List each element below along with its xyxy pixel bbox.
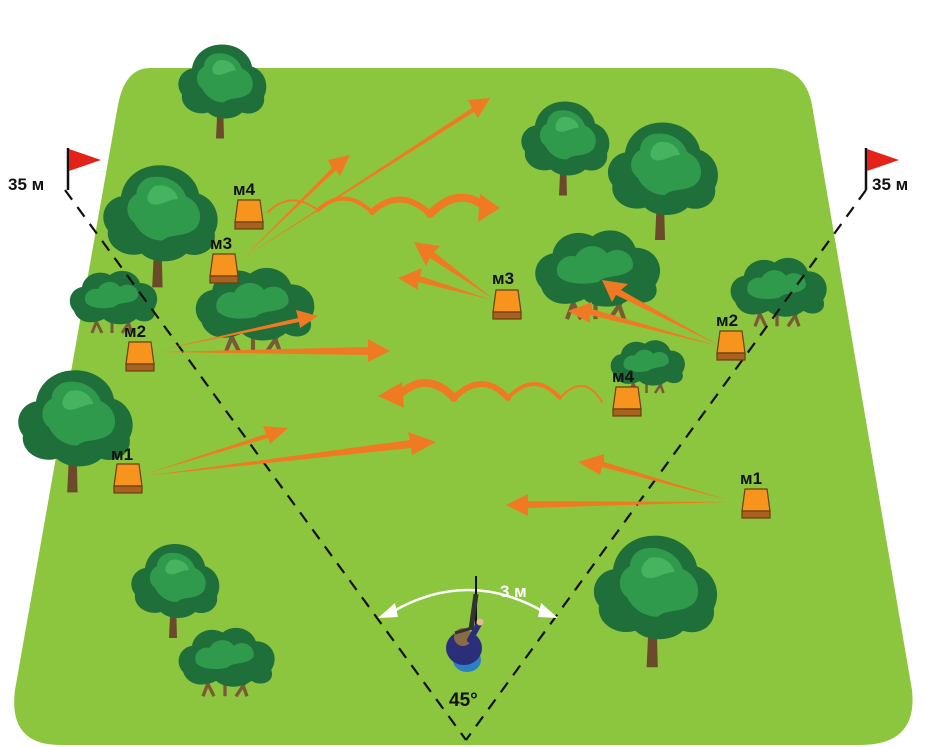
trap-label-right-m1: м1	[740, 469, 762, 488]
bouncing-trajectory-top-head	[478, 194, 500, 222]
distance-label-left: 35 м	[8, 175, 44, 194]
spread-arc	[378, 588, 558, 618]
trap-label-right-m4: м4	[612, 367, 635, 386]
bouncing-trajectory-top	[267, 193, 488, 218]
trap-right-m2: м2	[716, 311, 746, 361]
trap-label-left-m3: м3	[210, 234, 232, 253]
trap-right-m1: м1	[740, 469, 771, 519]
distance-label-right: 35 м	[872, 175, 908, 194]
trap-label-right-m3: м3	[492, 269, 514, 288]
trap-label-left-m4: м4	[233, 180, 256, 199]
trap-right-m4: м4	[612, 367, 642, 417]
angle-label: 45°	[449, 690, 478, 711]
trap-left-m1: м1	[111, 445, 143, 494]
flag-right	[864, 148, 899, 190]
bouncing-trajectory-middle-head	[378, 382, 404, 408]
trap-label-left-m2: м2	[124, 322, 146, 341]
trap-left-m2: м2	[124, 322, 155, 372]
trap-left-m4: м4	[233, 180, 264, 230]
trap-label-right-m2: м2	[716, 311, 738, 330]
sector-lines	[64, 189, 867, 741]
spread-label: 3 м	[500, 582, 527, 601]
trap-left-m3: м3	[209, 234, 239, 284]
flag-left	[66, 148, 101, 190]
trap-label-left-m1: м1	[111, 445, 133, 464]
shooter-figure	[446, 593, 484, 672]
trap-right-m3: м3	[492, 269, 522, 320]
target-trajectories	[145, 98, 728, 516]
bouncing-trajectory-middle	[396, 378, 603, 403]
